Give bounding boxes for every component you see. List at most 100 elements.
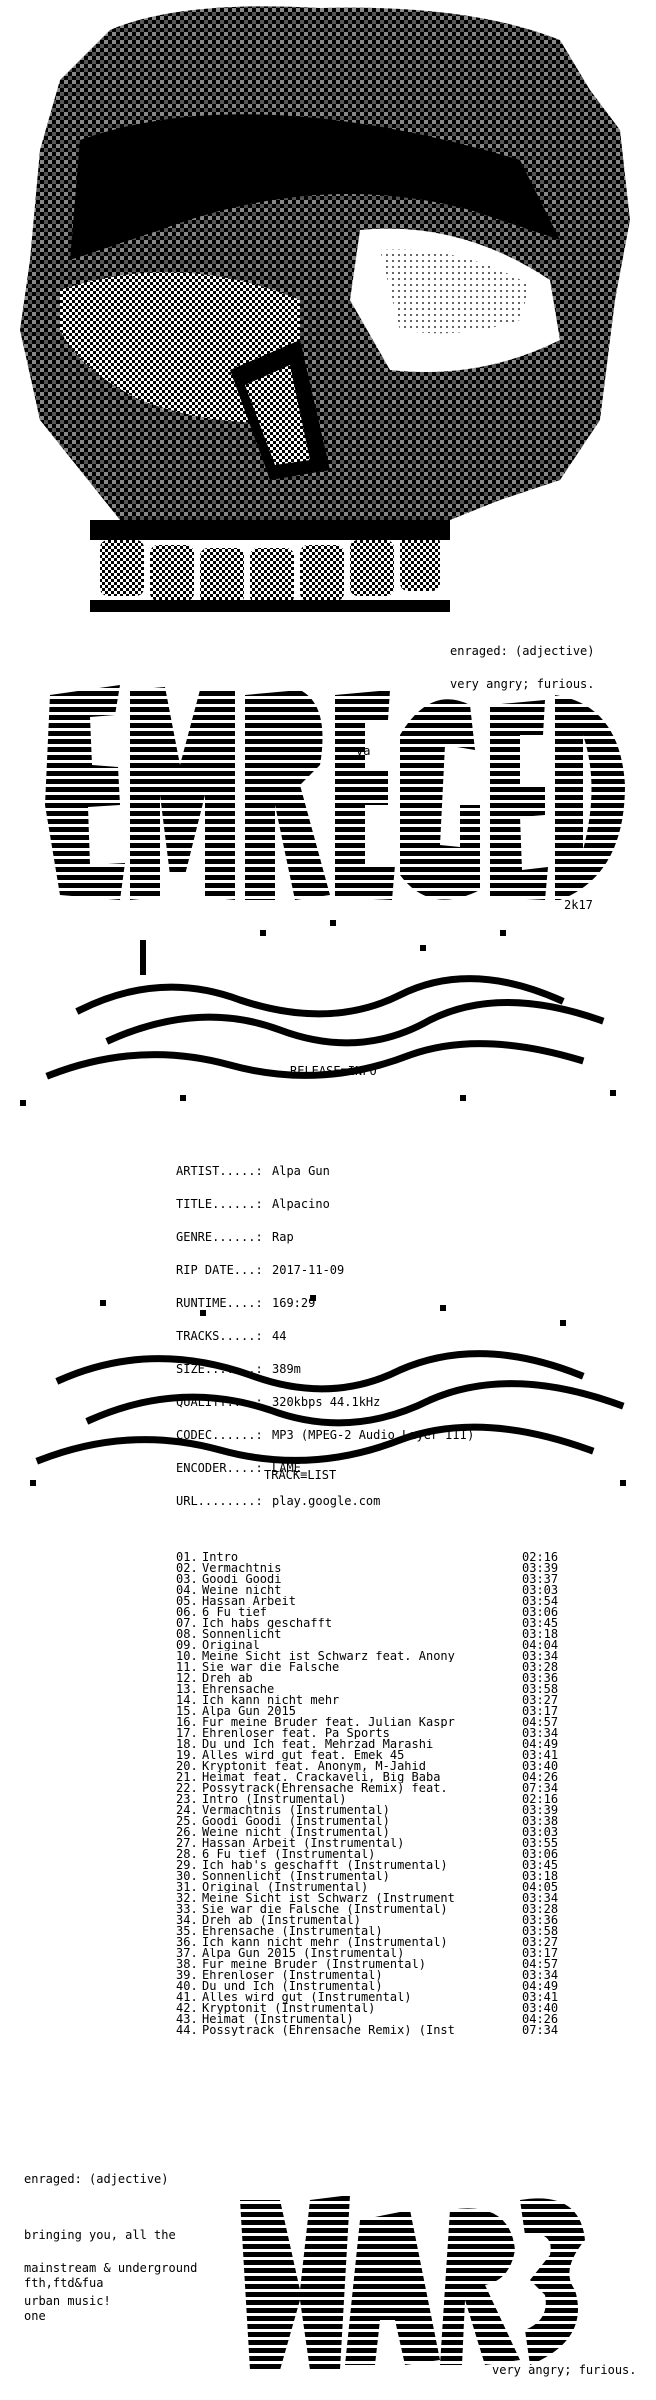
track-number: 28. — [176, 1847, 198, 1861]
footer-meaning: very angry; furious. — [492, 2363, 637, 2377]
track-row: 26.Weine nicht (Instrumental)03:03 — [176, 1825, 582, 1839]
track-number: 34. — [176, 1913, 198, 1927]
track-number: 18. — [176, 1737, 198, 1751]
track-row: 42.Kryptonit (Instrumental)03:40 — [176, 2002, 582, 2014]
track-title: Fur meine Bruder (Instrumental) — [202, 1959, 426, 1970]
track-duration: 03:38 — [522, 1814, 559, 1828]
track-number: 41. — [176, 1990, 198, 2004]
track-title: Dreh ab (Instrumental) — [202, 1915, 361, 1926]
track-duration: 03:27 — [522, 1693, 559, 1707]
track-number: 35. — [176, 1924, 198, 1938]
track-title: Goodi Goodi (Instrumental) — [202, 1816, 390, 1827]
info-row-genre: GENRE......:Rap — [176, 1230, 294, 1244]
track-duration: 03:03 — [522, 1825, 559, 1839]
track-title: Weine nicht — [202, 1585, 282, 1596]
track-duration: 03:34 — [522, 1968, 559, 1982]
track-duration: 04:26 — [522, 2012, 559, 2026]
track-duration: 04:49 — [522, 1737, 559, 1751]
track-duration: 03:58 — [522, 1682, 559, 1696]
track-number: 04. — [176, 1583, 198, 1597]
enraged-logo — [45, 685, 625, 900]
track-duration: 03:54 — [522, 1594, 559, 1608]
track-title: Du und Ich (Instrumental) — [202, 1981, 383, 1992]
track-row: 29.Ich hab's geschafft (Instrumental)03:… — [176, 1858, 582, 1872]
track-title: Heimat feat. Crackaveli, Big Baba — [202, 1772, 441, 1783]
track-duration: 03:18 — [522, 1869, 559, 1883]
track-row: 37.Alpa Gun 2015 (Instrumental)03:17 — [176, 1946, 582, 1960]
track-row: 23.Intro (Instrumental)02:16 — [176, 1793, 582, 1805]
track-title: Ich habs geschafft — [202, 1618, 333, 1629]
track-title: Ich kann nicht mehr — [202, 1695, 340, 1706]
track-title: Meine Sicht ist Schwarz (Instrument — [202, 1893, 455, 1904]
track-number: 12. — [176, 1671, 198, 1685]
track-title: Ich hab's geschafft (Instrumental) — [202, 1860, 448, 1871]
track-duration: 03:06 — [522, 1605, 559, 1619]
track-title: Intro (Instrumental) — [202, 1794, 347, 1805]
track-number: 36. — [176, 1935, 198, 1949]
bottom-emblem — [240, 2195, 585, 2370]
track-title: Ich kann nicht mehr (Instrumental) — [202, 1937, 448, 1948]
track-row: 24.Vermachtnis (Instrumental)03:39 — [176, 1804, 582, 1816]
track-row: 39. Ehrenloser (Instrumental) 03:34 — [176, 1968, 582, 1982]
track-duration: 03:36 — [522, 1913, 559, 1927]
track-title: Sie war die Falsche (Instrumental) — [202, 1904, 448, 1915]
track-title: Original (Instrumental) — [202, 1882, 369, 1893]
track-number: 40. — [176, 1979, 198, 1993]
track-number: 16. — [176, 1715, 198, 1729]
track-title: Alles wird gut (Instrumental) — [202, 1992, 412, 2003]
track-number: 37. — [176, 1946, 198, 1960]
track-title: Sonnenlicht — [202, 1629, 282, 1640]
info-row-artist: ARTIST.....:Alpa Gun — [176, 1164, 330, 1178]
track-number: 44. — [176, 2023, 198, 2037]
track-title: 6 Fu tief — [202, 1607, 268, 1618]
track-duration: 02:16 — [522, 1550, 559, 1564]
track-duration: 03:39 — [522, 1561, 559, 1575]
track-duration: 03:18 — [522, 1627, 559, 1641]
track-duration: 03:40 — [522, 1759, 559, 1773]
track-duration: 03:28 — [522, 1902, 559, 1916]
track-duration: 04:04 — [522, 1638, 559, 1652]
track-row: 22.Possytrack(Ehrensache Remix) feat.07:… — [176, 1782, 582, 1794]
definition-top: enraged: (adjective) very angry; furious… — [450, 624, 595, 701]
track-title: Ehrenloser feat. Pa Sports — [202, 1728, 390, 1739]
track-duration: 03:27 — [522, 1935, 559, 1949]
wave-art-tracklist — [30, 1295, 626, 1486]
track-title: Fur meine Bruder feat. Julian Kaspr — [202, 1717, 455, 1728]
track-duration: 03:45 — [522, 1858, 559, 1872]
track-title: Vermachtnis — [202, 1563, 282, 1574]
track-duration: 04:49 — [522, 1979, 559, 1993]
track-title: Vermachtnis (Instrumental) — [202, 1805, 390, 1816]
track-duration: 03:37 — [522, 1572, 559, 1586]
release-info-header: RELEASE≡INFO — [290, 1064, 377, 1078]
track-number: 17. — [176, 1726, 198, 1740]
track-number: 14. — [176, 1693, 198, 1707]
track-title: Alles wird gut feat. Emek 45 — [202, 1750, 405, 1761]
track-duration: 03:28 — [522, 1660, 559, 1674]
info-row-tracks: TRACKS.....:44 — [176, 1329, 287, 1343]
track-duration: 03:17 — [522, 1704, 559, 1718]
track-title: Ehrenloser (Instrumental) — [202, 1970, 383, 1981]
track-number: 30. — [176, 1869, 198, 1883]
track-row: 28.6 Fu tief (Instrumental)03:06 — [176, 1847, 582, 1861]
track-row: 34. Dreh ab (Instrumental) 03:36 — [176, 1913, 582, 1927]
track-number: 03. — [176, 1572, 198, 1586]
track-number: 33. — [176, 1902, 198, 1916]
track-row: 04. Weine nicht 03:03 — [176, 1583, 582, 1597]
track-duration: 03:03 — [522, 1583, 559, 1597]
track-duration: 03:41 — [522, 1990, 559, 2004]
track-duration: 04:26 — [522, 1770, 559, 1784]
track-number: 32. — [176, 1891, 198, 1905]
track-number: 39. — [176, 1968, 198, 1982]
track-number: 08. — [176, 1627, 198, 1641]
track-title: 6 Fu tief (Instrumental) — [202, 1849, 376, 1860]
track-number: 26. — [176, 1825, 198, 1839]
track-row: 38.Fur meine Bruder (Instrumental)04:57 — [176, 1958, 582, 1970]
track-row: 31.Original (Instrumental)04:05 — [176, 1881, 582, 1893]
track-duration: 03:36 — [522, 1671, 559, 1685]
